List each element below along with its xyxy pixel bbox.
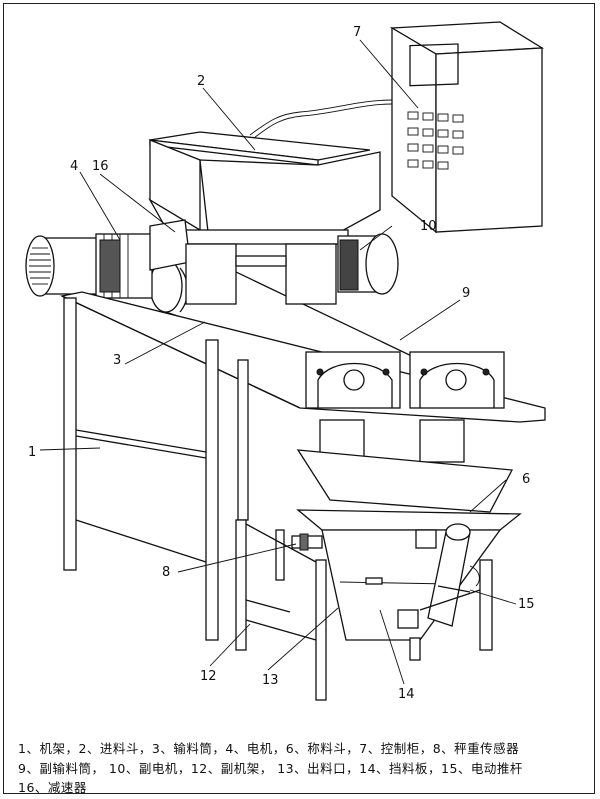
electric-push-rod <box>397 523 480 629</box>
label-10: 10 <box>420 219 437 234</box>
label-8: 8 <box>162 565 170 580</box>
caption-line-1: 1、机架，2、进料斗，3、输料筒，4、电机，6、称料斗，7、控制柜，8、秤重传感… <box>18 741 520 756</box>
label-16: 16 <box>92 159 109 174</box>
reducer <box>149 219 191 271</box>
label-13: 13 <box>262 673 279 688</box>
leader-lines <box>39 39 517 685</box>
auxiliary-frame <box>235 519 493 701</box>
weight-sensor <box>291 533 323 551</box>
caption-line-3: 16、减速器 <box>18 780 87 795</box>
auxiliary-motor <box>337 233 399 295</box>
part-labels: 2 7 4 16 10 9 3 1 6 8 15 12 13 14 <box>28 25 535 702</box>
label-3: 3 <box>113 353 121 368</box>
label-6: 6 <box>522 472 530 487</box>
main-motor <box>25 233 153 299</box>
label-1: 1 <box>28 445 36 460</box>
caption-line-2: 9、副输料筒， 10、副电机，12、副机架， 13、出料口，14、挡料板，15、… <box>18 761 523 776</box>
hopper-support <box>185 243 337 305</box>
label-15: 15 <box>518 597 535 612</box>
cable <box>249 99 393 136</box>
label-9: 9 <box>462 286 470 301</box>
label-4: 4 <box>70 159 78 174</box>
label-7: 7 <box>353 25 361 40</box>
label-2: 2 <box>197 74 205 89</box>
label-12: 12 <box>200 669 217 684</box>
bearing-blocks <box>305 351 505 409</box>
figure-frame <box>3 3 595 794</box>
control-cabinet <box>389 21 545 234</box>
label-14: 14 <box>398 687 415 702</box>
